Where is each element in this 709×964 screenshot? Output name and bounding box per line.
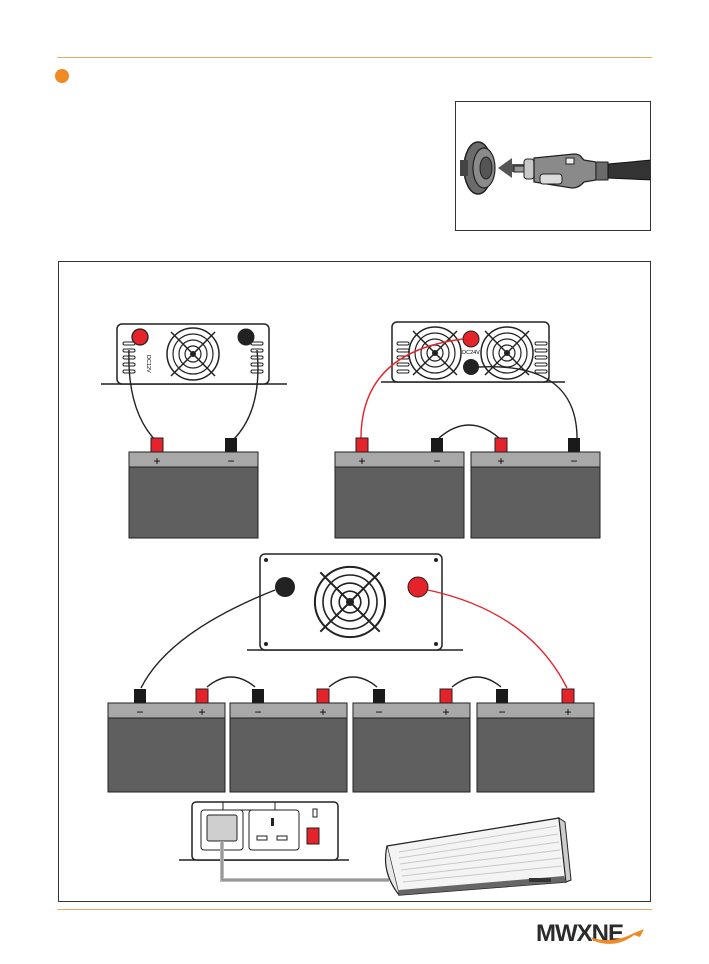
inverter-24v-label: DC24V	[462, 350, 480, 356]
battery-plus-sign: +	[564, 705, 571, 719]
battery-minus-sign: −	[498, 705, 505, 719]
power-switch-icon	[307, 828, 319, 844]
inverter-ac-outlet	[179, 802, 349, 860]
battery-plus-sign: +	[198, 705, 205, 719]
battery-minus-sign: −	[136, 705, 143, 719]
battery-wiring-diagram: DC12V + − DC24V	[58, 261, 651, 902]
battery-plus-sign: +	[319, 705, 326, 719]
battery-48v-d: − +	[477, 689, 594, 792]
cigarette-plug-illustration	[455, 101, 651, 231]
battery-48v-b: − +	[230, 689, 347, 792]
battery-24v-a: + −	[335, 438, 464, 538]
inverter-12v-label: DC12V	[145, 355, 151, 373]
battery-minus-sign: −	[570, 454, 577, 468]
section-bullet	[55, 69, 69, 83]
negative-terminal	[463, 359, 479, 375]
battery-24v-b: + −	[471, 438, 600, 538]
battery-48v-a: − +	[108, 689, 225, 792]
brand-logo: MWXNE	[534, 915, 654, 949]
battery-minus-sign: −	[254, 705, 261, 719]
bottom-divider	[57, 909, 652, 910]
positive-terminal	[463, 331, 479, 347]
battery-plus-sign: +	[153, 454, 160, 468]
battery-minus-sign: −	[227, 454, 234, 468]
battery-plus-sign: +	[442, 705, 449, 719]
negative-terminal	[275, 577, 295, 597]
inverter-48v	[247, 554, 463, 650]
positive-terminal	[408, 577, 428, 597]
air-conditioner-icon	[386, 818, 572, 895]
plug-icon	[514, 154, 651, 188]
lighter-socket-icon	[460, 142, 495, 194]
battery-minus-sign: −	[375, 705, 382, 719]
battery-minus-sign: −	[433, 454, 440, 468]
battery-48v-c: − +	[353, 689, 470, 792]
top-divider	[57, 57, 652, 58]
negative-terminal	[238, 329, 254, 345]
inverter-24v: DC24V	[381, 322, 565, 382]
battery-plus-sign: +	[358, 454, 365, 468]
battery-plus-sign: +	[497, 454, 504, 468]
battery-12v: + −	[129, 438, 258, 538]
positive-terminal	[132, 329, 148, 345]
